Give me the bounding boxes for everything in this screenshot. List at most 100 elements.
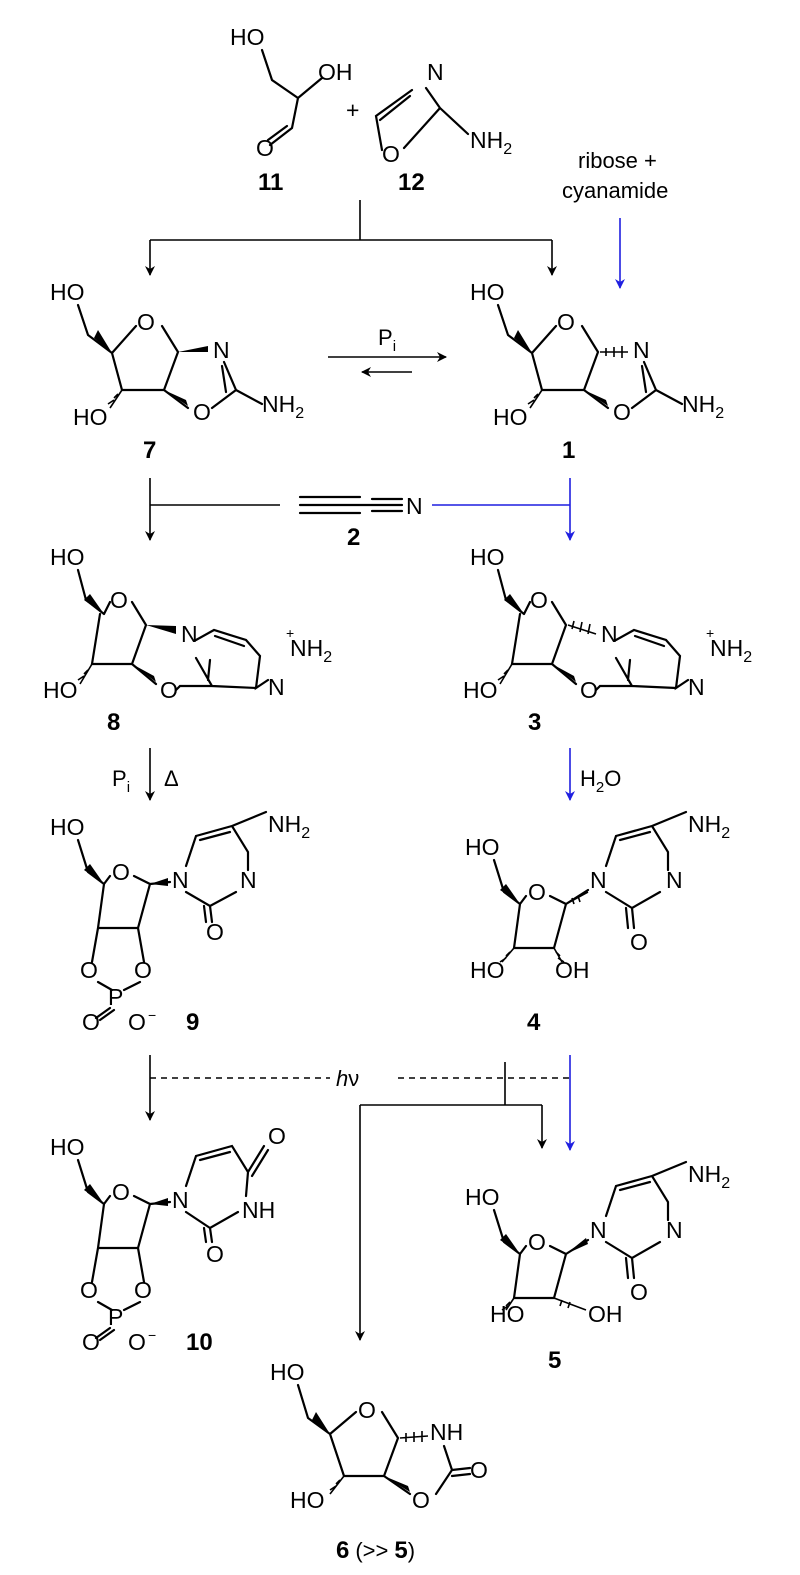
compound-1: HO O N O HO NH2 1: [470, 279, 724, 464]
bonds: [76, 810, 268, 1022]
atom-o: O: [528, 879, 546, 905]
split-lines: [360, 1062, 542, 1106]
atom-o: O: [470, 1457, 488, 1483]
label-6: 6(>>5): [336, 1537, 415, 1564]
compound-4: HO O N N O HO OH NH2 4: [465, 810, 730, 1036]
compound-6: HO O NH O O HO 6(>>5): [270, 1359, 488, 1564]
amine-nh: NH2: [688, 811, 730, 842]
wedge: [500, 884, 520, 904]
atom-o: O: [128, 1329, 146, 1355]
bonds: [496, 303, 684, 410]
atom-n: N: [590, 867, 607, 893]
hash-bond: [399, 1431, 429, 1442]
atom-n: N: [172, 867, 189, 893]
atom-ho: HO: [50, 279, 85, 305]
label-4: 4: [527, 1009, 541, 1036]
atom-ho: HO: [463, 677, 498, 703]
atom-n: N: [172, 1187, 189, 1213]
atom-o: O: [630, 1279, 648, 1305]
wedge: [132, 664, 156, 682]
label-7: 7: [143, 437, 156, 464]
atom-o: O: [128, 1009, 146, 1035]
bonds: [496, 568, 690, 692]
atom-o: O: [82, 1009, 100, 1035]
label-12: 12: [398, 169, 425, 196]
atom-ho: HO: [43, 677, 78, 703]
charge: +: [286, 625, 294, 641]
atom-ho: HO: [465, 1184, 500, 1210]
join-line: [149, 478, 280, 506]
atom-n: N: [268, 674, 285, 700]
amine-nh: NH2: [688, 1161, 730, 1192]
atom-o: O: [82, 1329, 100, 1355]
atom-ho: HO: [50, 814, 85, 840]
atom-ho: HO: [50, 544, 85, 570]
wedge: [84, 864, 104, 884]
label-11: 11: [258, 169, 283, 196]
amine-nh: NH2: [262, 391, 304, 422]
wedge: [552, 664, 576, 682]
wedge: [84, 594, 104, 614]
atom-n: N: [666, 867, 683, 893]
atom-n: N: [213, 337, 230, 363]
atom-o: O: [112, 1179, 130, 1205]
hash-bond: [501, 1297, 515, 1311]
atom-o: O: [412, 1487, 430, 1513]
atom-ho: HO: [470, 957, 505, 983]
atom-o: O: [134, 1277, 152, 1303]
atom-oh: OH: [588, 1301, 623, 1327]
triple-bonds: [298, 495, 404, 515]
label-5: 5: [548, 1347, 561, 1374]
atom-o: O: [206, 1241, 224, 1267]
atom-o: O: [630, 929, 648, 955]
hash-bond: [497, 663, 513, 685]
hash-bond: [527, 389, 543, 409]
atom-ho: HO: [493, 404, 528, 430]
light-hv: hν: [336, 1066, 359, 1091]
label-3: 3: [528, 709, 541, 736]
hash-bond: [567, 620, 597, 635]
atom-ho: HO: [470, 279, 505, 305]
atom-oh: OH: [555, 957, 590, 983]
atom-o: O: [193, 399, 211, 425]
atom-o: O: [613, 399, 631, 425]
reagent-water: H2O: [580, 766, 621, 796]
atom-n: N: [688, 674, 705, 700]
reagent-cyanamide: cyanamide: [562, 178, 668, 203]
atom-ho: HO: [50, 1134, 85, 1160]
atom-n: N: [181, 621, 198, 647]
atom-o: O: [580, 677, 598, 703]
compound-5: HO O N N O HO OH NH2 5: [465, 1160, 730, 1374]
bonds: [76, 303, 264, 410]
atom-o: O: [134, 957, 152, 983]
atom-n: N: [666, 1217, 683, 1243]
atom-n: N: [406, 493, 423, 519]
atom-n: N: [427, 59, 444, 85]
atom-ho: HO: [465, 834, 500, 860]
atom-ho: HO: [470, 544, 505, 570]
label-9: 9: [186, 1009, 199, 1036]
bonds: [76, 1144, 270, 1342]
wedge: [384, 1476, 410, 1492]
atom-o: O: [256, 135, 274, 161]
atom-o: O: [557, 309, 575, 335]
compound-8: HO O N O N HO NH2 + 8: [43, 544, 332, 736]
atom-ho: HO: [230, 24, 265, 50]
wedge: [500, 1234, 520, 1254]
charge: +: [706, 625, 714, 641]
atom-ho: HO: [290, 1487, 325, 1513]
label-1: 1: [562, 437, 575, 464]
compound-12-aminooxazole: N O NH2 12: [374, 59, 512, 196]
amine-nh: NH2: [268, 811, 310, 842]
compound-2-cyanoacetylene: N 2: [145, 478, 575, 551]
atom-nh: NH: [242, 1197, 275, 1223]
compound-3: HO O N O N HO NH2 + 3: [463, 544, 752, 736]
atom-o: O: [110, 587, 128, 613]
label-10: 10: [186, 1329, 213, 1356]
wedge: [150, 1198, 168, 1206]
split-lines: [150, 200, 552, 241]
amine-nh: NH2: [470, 127, 512, 158]
wedge: [164, 390, 188, 406]
atom-ho: HO: [73, 404, 108, 430]
